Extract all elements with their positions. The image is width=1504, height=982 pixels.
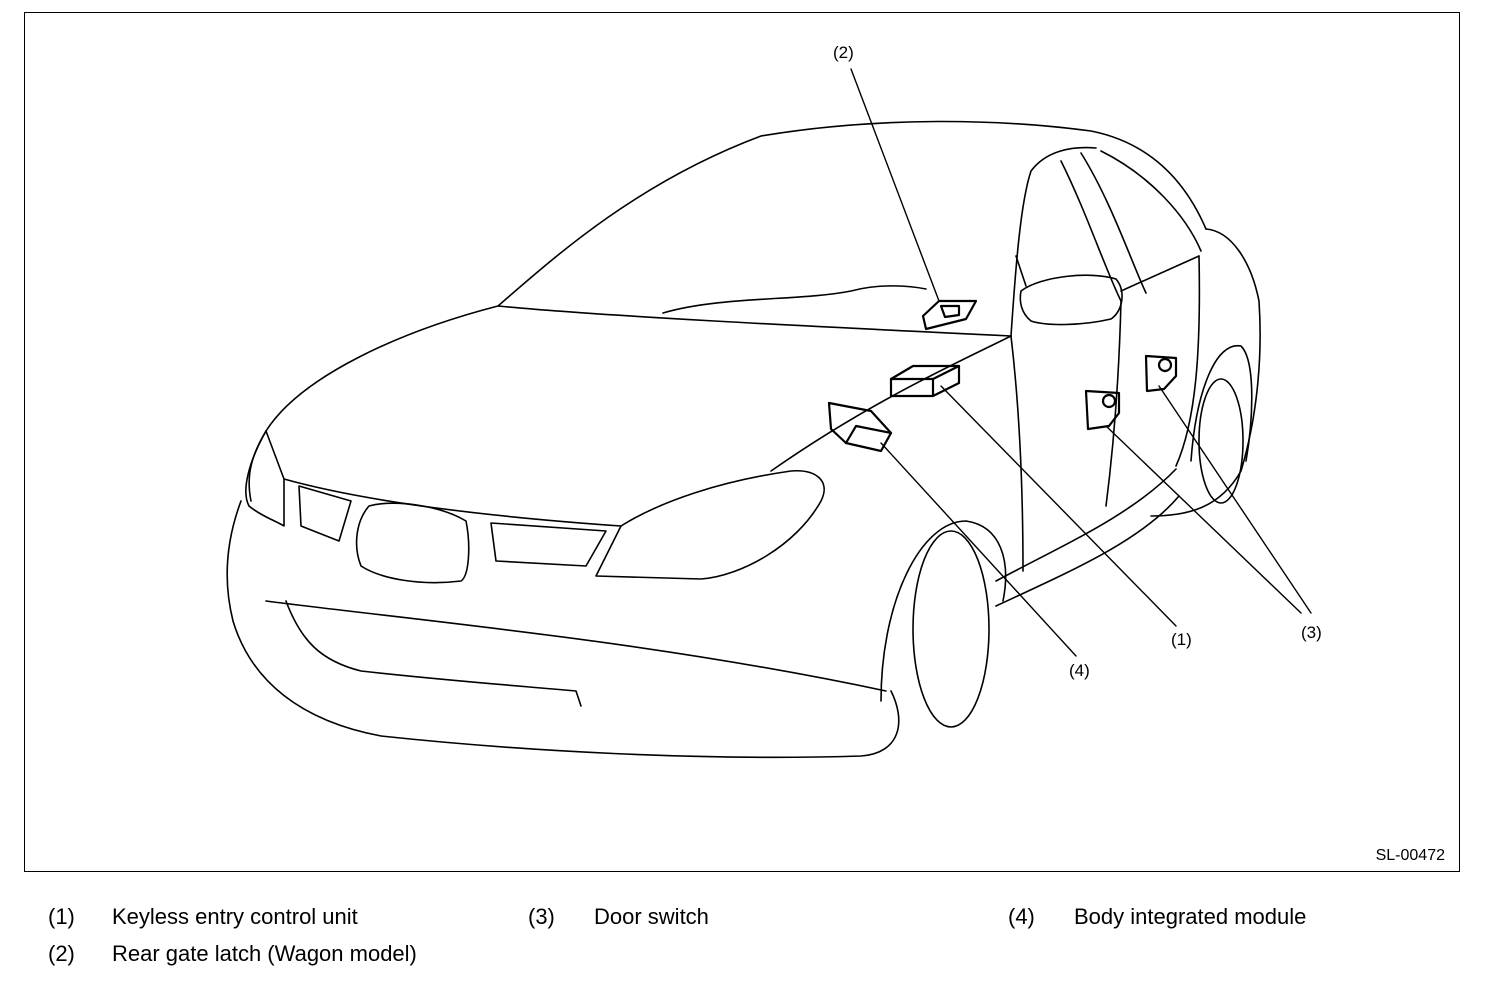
- bumper-crease: [265, 600, 887, 692]
- legend-number: (1): [48, 904, 75, 929]
- side-mirror: [1019, 274, 1123, 326]
- legend-number: (3): [528, 904, 555, 929]
- belt-line: [1120, 255, 1200, 292]
- windshield-base: [497, 305, 1012, 337]
- side-sill-bottom: [995, 495, 1180, 607]
- front-door-edge: [1010, 335, 1024, 572]
- front-wheel-arch: [880, 520, 1007, 702]
- bumper-outline: [226, 500, 900, 759]
- body-integrated-module-part: [827, 401, 893, 453]
- rear-gate-latch-part: [921, 299, 978, 331]
- rear-wheel: [1198, 378, 1244, 504]
- legend-label: Keyless entry control unit: [112, 904, 358, 929]
- fender-line: [770, 335, 1012, 472]
- rear-wheel-arch: [1190, 345, 1253, 462]
- mirror-stalk: [1015, 255, 1027, 287]
- roof-outline: [497, 120, 1207, 307]
- lower-grille: [285, 600, 582, 707]
- left-headlight: [245, 430, 285, 527]
- legend-number: (2): [48, 941, 75, 966]
- legend-label: Door switch: [594, 904, 709, 929]
- right-headlight: [595, 470, 825, 580]
- car-line-drawing: [226, 68, 1312, 759]
- keyless-entry-unit-part: [889, 364, 961, 398]
- grille-right: [490, 522, 607, 567]
- rear-door-edge: [1105, 300, 1122, 507]
- legend-label: Rear gate latch (Wagon model): [112, 941, 417, 966]
- grille-left: [298, 485, 352, 542]
- grille-center: [355, 502, 470, 584]
- leader-lines: [850, 68, 1312, 657]
- b-pillar-rear: [1080, 152, 1147, 294]
- side-sill-top: [995, 468, 1177, 582]
- a-pillar: [1010, 146, 1097, 337]
- hood-outline: [248, 305, 499, 502]
- callout-1: (1): [1171, 630, 1192, 649]
- front-wheel: [912, 530, 990, 728]
- b-pillar-front: [1060, 160, 1122, 302]
- rear-body: [1175, 255, 1201, 467]
- hood-front-edge: [283, 478, 622, 527]
- diagram-frame: (2) (1) (3) (4) SL-00472: [24, 12, 1460, 872]
- rear-quarter: [1150, 228, 1261, 517]
- legend-number: (4): [1008, 904, 1035, 929]
- rear-window: [1100, 150, 1202, 252]
- callout-3: (3): [1301, 623, 1322, 642]
- legend-label: Body integrated module: [1074, 904, 1307, 929]
- callout-4: (4): [1069, 661, 1090, 680]
- figure-code: SL-00472: [1375, 847, 1445, 864]
- dashboard-line: [662, 285, 927, 314]
- door-switch-parts: [1084, 354, 1178, 431]
- callout-2: (2): [833, 43, 854, 62]
